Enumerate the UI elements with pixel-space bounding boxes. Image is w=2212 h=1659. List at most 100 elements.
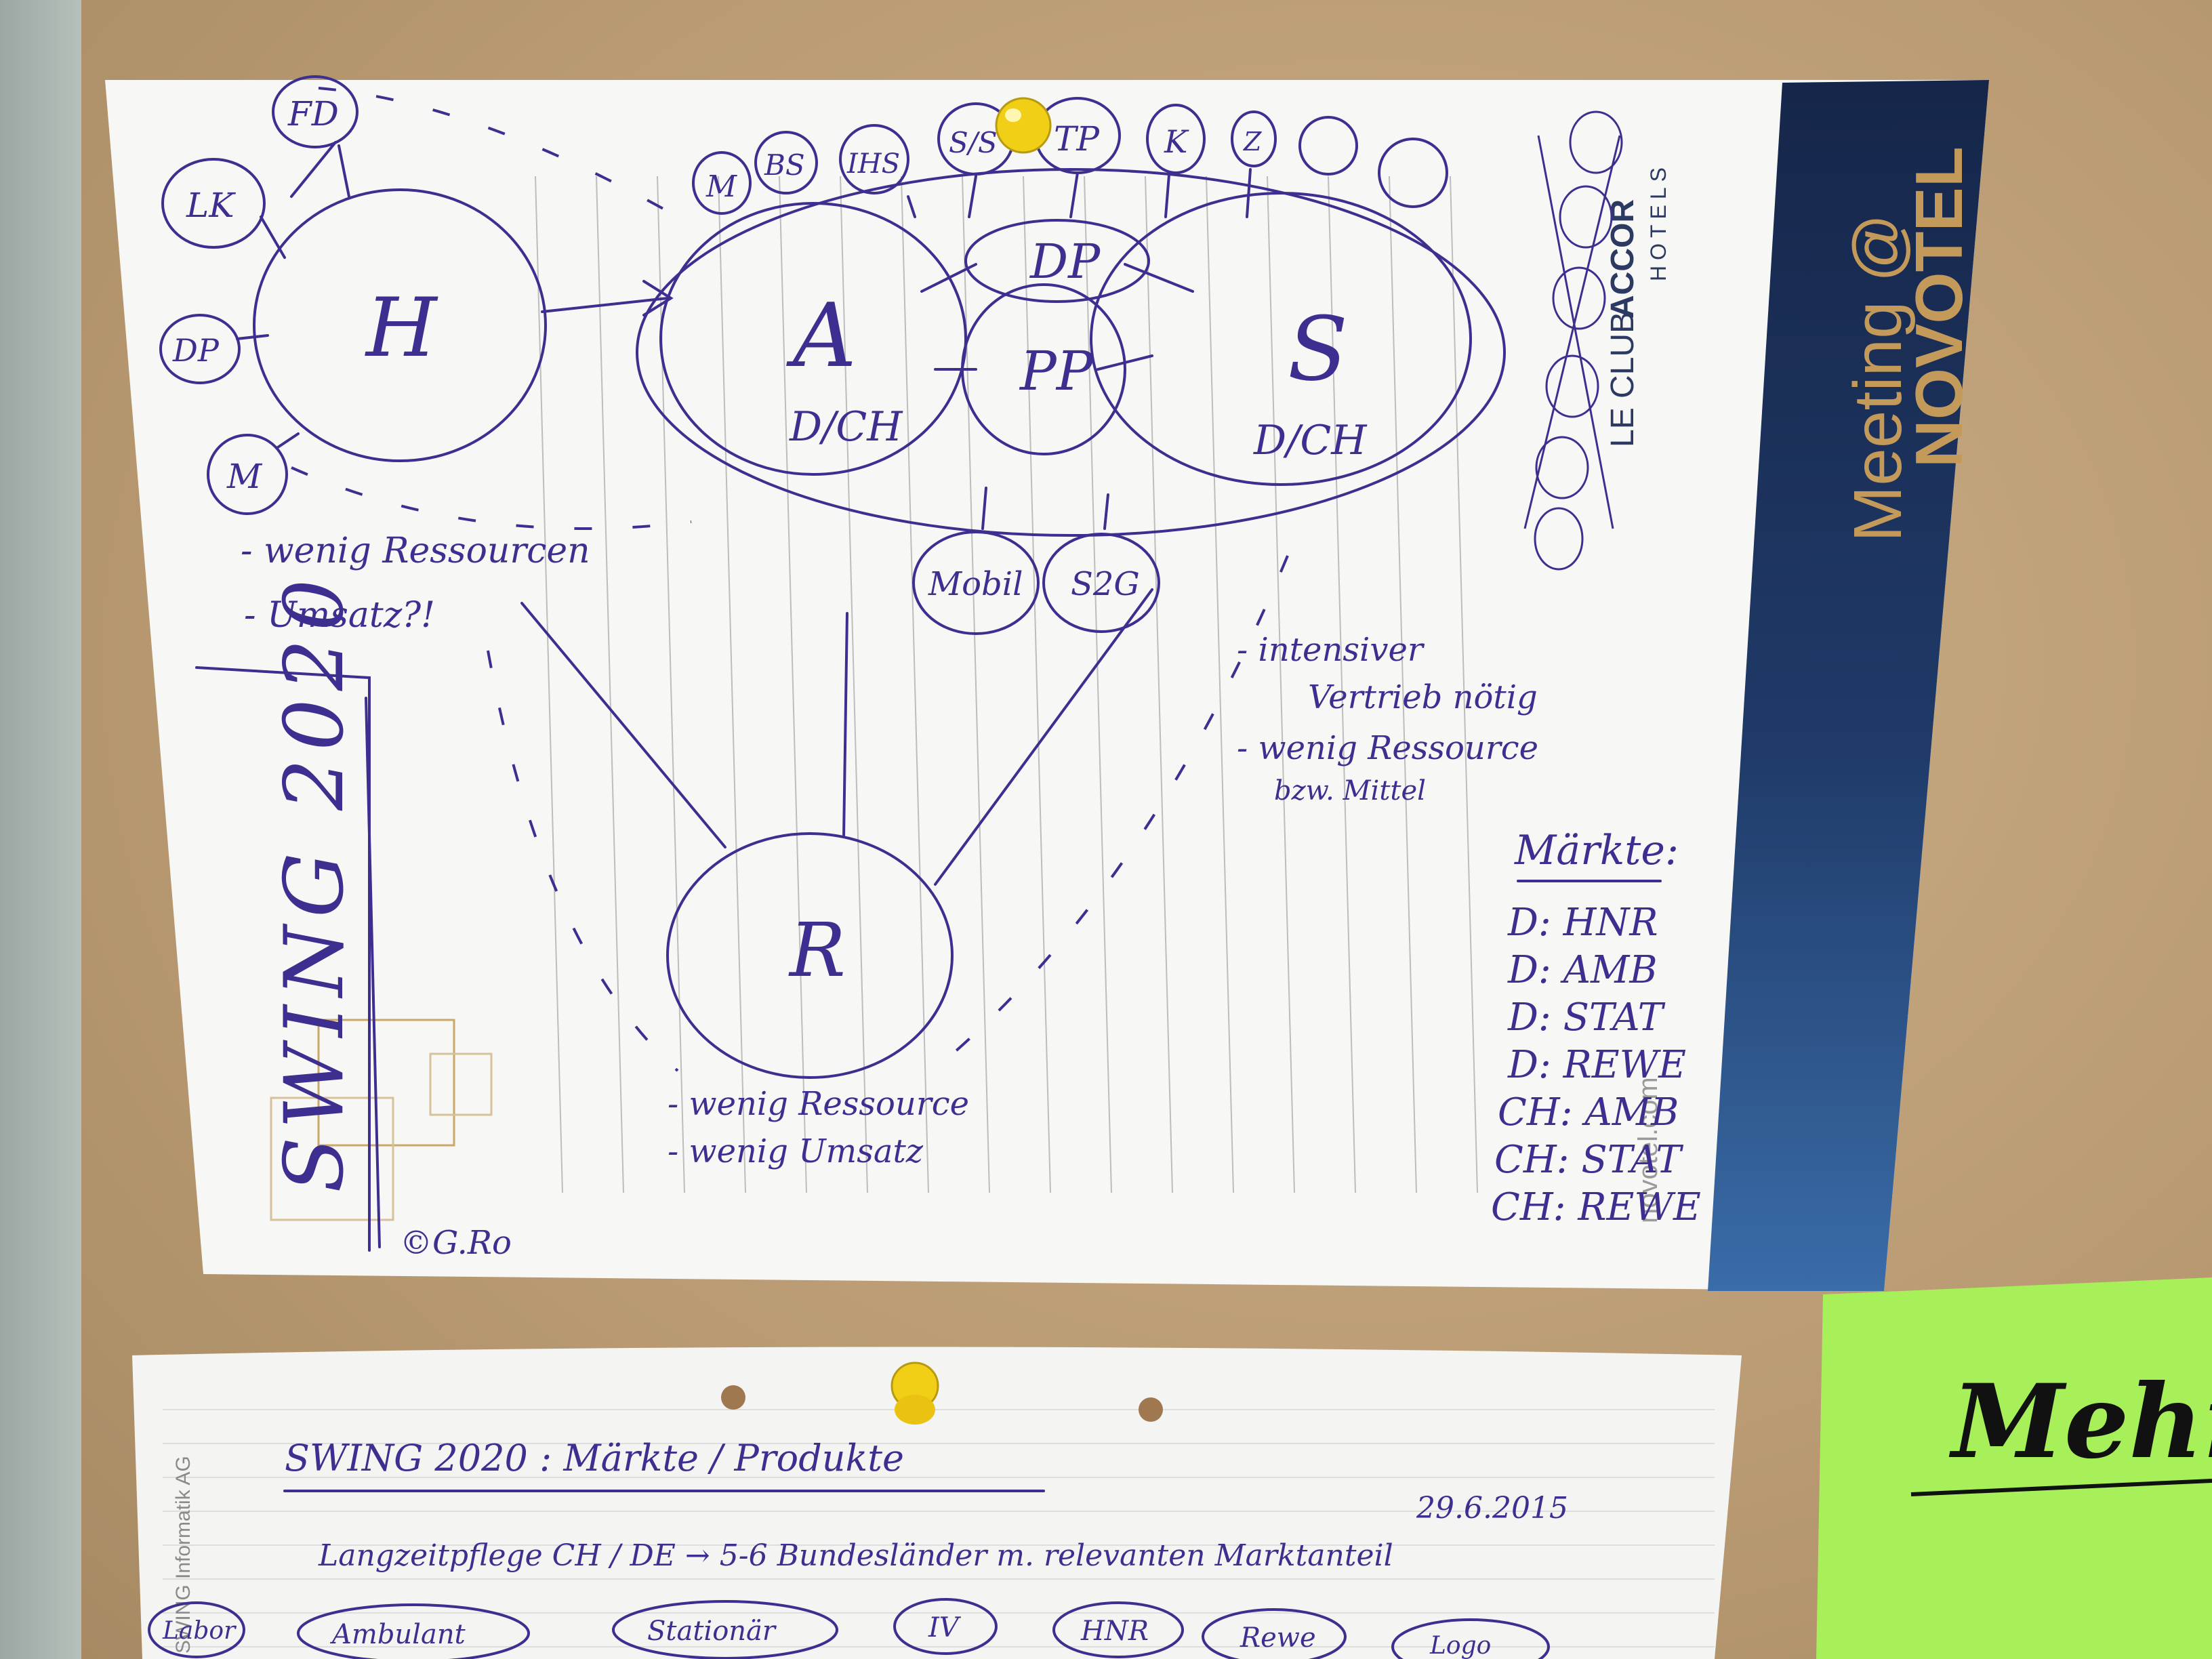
satellite-lk xyxy=(161,158,266,249)
arrow-h-to-a xyxy=(541,280,674,316)
chip-label: Ambulant xyxy=(329,1619,466,1650)
satellite-fd-label: FD xyxy=(287,94,339,134)
circle-r xyxy=(666,832,954,1079)
chip-label: Logo xyxy=(1429,1632,1491,1659)
satellite-ihs xyxy=(839,124,909,194)
chip xyxy=(1391,1618,1550,1659)
markets-title: Märkte: xyxy=(1514,827,1679,874)
club-hotels-text: HOTELS xyxy=(1646,162,1671,281)
sticky-note-text: Mehrsp xyxy=(1948,1362,2212,1481)
satellite-k xyxy=(1146,104,1206,174)
satellite-m-label: M xyxy=(226,457,263,496)
top-satellite-arrows xyxy=(907,168,1252,218)
market-item: D: HNR xyxy=(1507,901,1658,945)
right-column-circles xyxy=(1523,110,1623,571)
sticky-underline xyxy=(1910,1479,2212,1496)
brand-meeting-text: Meeting @ xyxy=(1840,213,1916,542)
satellite-fd xyxy=(272,75,359,148)
market-item: D: STAT xyxy=(1507,996,1666,1040)
h-satellite-connectors xyxy=(236,141,350,449)
pushpin-bottom xyxy=(890,1361,939,1425)
satellite-k-label: K xyxy=(1164,123,1189,160)
circle-a xyxy=(659,202,967,476)
main-paper-sheet: Meeting @ NOVOTEL LE CLUB ACCOR HOTELS n… xyxy=(105,75,1989,1291)
note-s-1: - intensiver xyxy=(1237,631,1425,669)
chip xyxy=(612,1600,838,1659)
satellite-top-m xyxy=(692,151,752,215)
internal-arrows xyxy=(920,263,1194,371)
swing-logo-box xyxy=(429,1052,493,1116)
second-paper-sheet: SWING Informatik AG SWING 2020 : Märkte … xyxy=(132,1347,1742,1659)
club-name-text: LE CLUB xyxy=(1605,312,1641,447)
chip-row: Labor Ambulant Stationär IV HNR Rewe Log… xyxy=(148,1598,1550,1659)
brand-novotel-text: NOVOTEL xyxy=(1902,146,1976,468)
satellite-bs xyxy=(754,131,818,194)
satellite-bs-label: BS xyxy=(764,148,805,182)
label-r: R xyxy=(788,907,846,994)
pushpin-top xyxy=(995,97,1052,154)
circle-h xyxy=(253,188,547,462)
swing-logo-box xyxy=(317,1019,455,1147)
market-item: CH: STAT xyxy=(1494,1138,1683,1182)
note-h-2: - Umsatz?! xyxy=(244,595,435,636)
note-s-4: bzw. Mittel xyxy=(1274,775,1426,806)
market-item: D: AMB xyxy=(1507,948,1658,992)
label-a-sub: D/CH xyxy=(789,403,903,451)
note-h-1: - wenig Ressourcen xyxy=(241,531,590,571)
dashed-arc xyxy=(487,650,679,1072)
chip xyxy=(297,1603,530,1659)
swing-logo-box xyxy=(270,1097,394,1221)
note-r-1: - wenig Ressource xyxy=(668,1085,969,1123)
label-pp: PP xyxy=(1019,340,1094,403)
swing-2020-title: SWING 2020 xyxy=(268,571,362,1193)
circle-dp xyxy=(964,219,1150,303)
note-r-2: - wenig Umsatz xyxy=(668,1132,924,1170)
second-sheet-line: Langzeitpflege CH / DE → 5-6 Bundeslände… xyxy=(318,1538,1393,1573)
satellite-empty xyxy=(1298,116,1358,176)
market-item: D: REWE xyxy=(1507,1043,1686,1087)
club-accor-text: ACCOR xyxy=(1605,199,1641,319)
label-a: A xyxy=(786,284,857,387)
swing-title-frame xyxy=(195,666,381,1252)
label-s: S xyxy=(1288,298,1348,401)
copyright-text: ©G.Ro xyxy=(400,1224,512,1262)
label-h: H xyxy=(365,281,438,375)
circle-s2g xyxy=(1042,533,1160,633)
satellite-dp-label: DP xyxy=(172,332,220,369)
satellite-z xyxy=(1231,110,1277,167)
outer-ellipse xyxy=(636,168,1506,537)
second-sheet-heading: SWING 2020 : Märkte / Produkte xyxy=(285,1437,904,1479)
note-s-2: Vertrieb nötig xyxy=(1308,678,1538,716)
swing-informatik-text: SWING Informatik AG xyxy=(172,1456,194,1654)
sticky-note: Mehrsp xyxy=(1816,1277,2212,1659)
mobile-arrows xyxy=(981,487,1109,530)
satellite-ss-label: S/S xyxy=(949,126,998,159)
label-dp: DP xyxy=(1029,234,1101,289)
dashed-arc xyxy=(947,555,1289,1059)
label-s2g: S2G xyxy=(1071,565,1140,603)
satellite-top-m-label: M xyxy=(705,169,737,204)
chip xyxy=(148,1601,245,1658)
chip xyxy=(893,1598,998,1655)
top-satellites: M BS IHS S/S TP K Z xyxy=(692,97,1448,218)
market-item: CH: REWE xyxy=(1491,1185,1701,1229)
label-s-sub: D/CH xyxy=(1253,417,1368,464)
chip xyxy=(1202,1608,1347,1659)
satellite-z-label: Z xyxy=(1243,127,1262,157)
satellite-m xyxy=(207,434,288,515)
chip xyxy=(1052,1601,1184,1658)
satellite-lk-label: LK xyxy=(186,186,236,225)
satellite-empty xyxy=(1378,138,1448,208)
satellite-dp xyxy=(159,314,241,384)
website-text: novotel.com xyxy=(1633,1077,1663,1223)
circle-mobil xyxy=(912,531,1040,635)
circle-s xyxy=(1090,192,1472,486)
label-mobil: Mobil xyxy=(928,565,1023,603)
chip-label: Rewe xyxy=(1240,1622,1316,1654)
second-sheet-date: 29.6.2015 xyxy=(1416,1491,1568,1525)
punch-hole xyxy=(1139,1397,1163,1422)
arrows-to-r xyxy=(520,588,1153,886)
chip-label: Labor xyxy=(162,1617,237,1645)
note-s-3: - wenig Ressource xyxy=(1237,729,1538,767)
